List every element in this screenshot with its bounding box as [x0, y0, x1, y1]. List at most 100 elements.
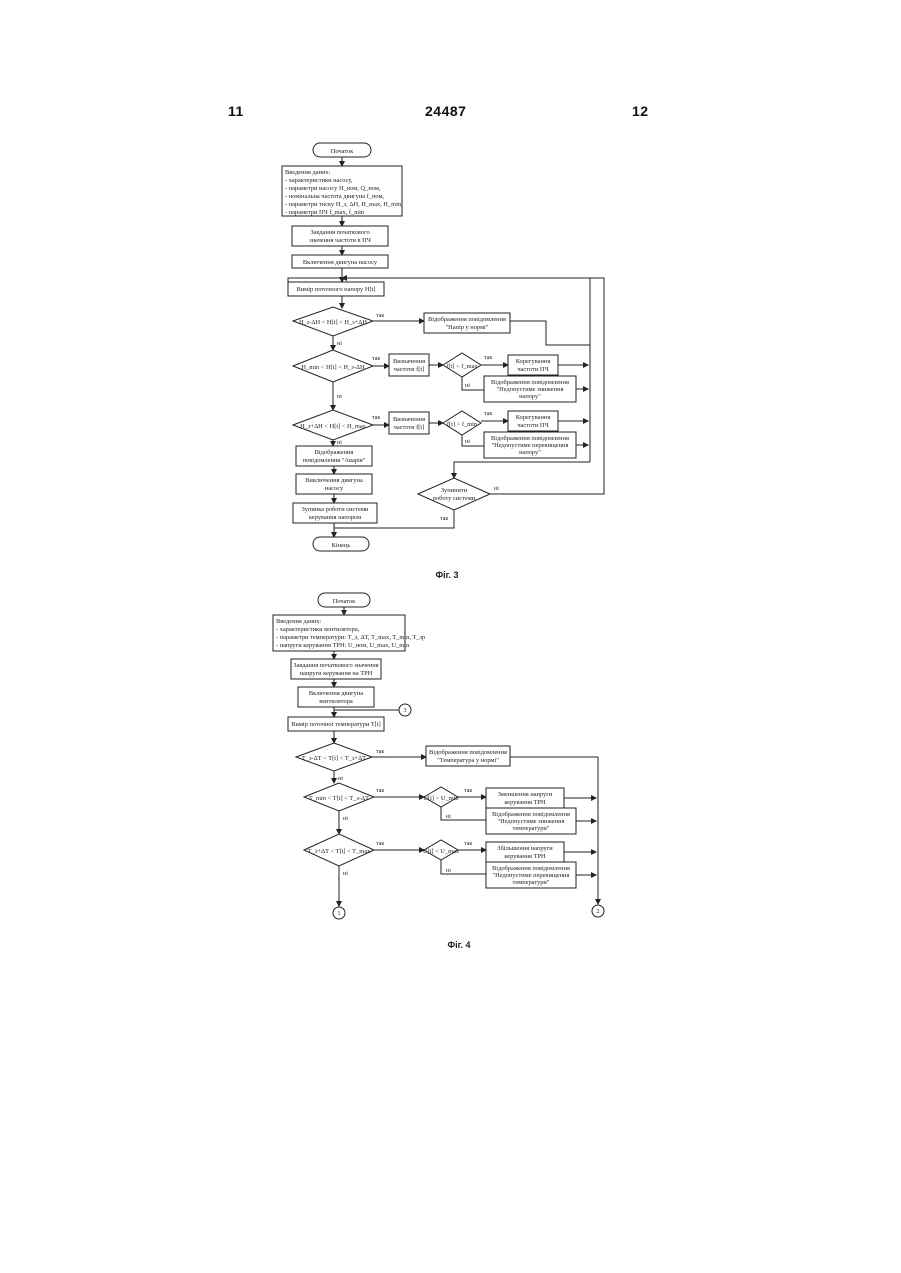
fig3-pump-on: Включення двигуна насосу — [292, 255, 388, 268]
fig4-decision-u2-text: U[t] < U_max — [423, 848, 460, 855]
fig4-decision-2: T_min < T[t] < T_з-ΔT — [304, 783, 374, 811]
fig3-caption: Фіг. 3 — [435, 570, 458, 580]
fig3-yes-1: так — [376, 313, 384, 319]
fig4-no-u1: ні — [446, 814, 451, 820]
fig4-increase-voltage: Збільшення напруги керування ТРН — [486, 842, 564, 862]
fig3-pump-on-text: Включення двигуна насосу — [303, 259, 378, 266]
fig3-input-block: Введення даних: - характеристики насосу,… — [282, 166, 403, 216]
fig3-msg-low-l1: "Недопустиме зниження — [497, 386, 564, 393]
fig4-decision-u1-text: U[t] > U_min — [423, 795, 459, 802]
fig3-decision-f1-text: f[t] < f_max — [446, 363, 478, 370]
fig3-msg-high: Відображення повідомлення "Недопустиме п… — [484, 432, 576, 458]
fig3-decision-stop-l0: Зупинити — [441, 487, 468, 494]
fig3-adjust-freq-2-l1: частоти ПЧ — [517, 422, 548, 429]
fig3-calc-freq-1-l0: Визначення — [393, 358, 425, 365]
fig3-msg-low-l2: напору" — [519, 393, 541, 400]
fig3-decision-f2-text: f[t] > f_min — [447, 421, 478, 428]
fig4-decision-1-text: T_з-ΔT < T[t] < T_з+ΔT — [302, 755, 366, 762]
fig3-decision-1: H_з-ΔH < H[t] < H_з+ΔH — [293, 307, 373, 336]
fig3-set-frequency: Завдання початкового значення частоти в … — [292, 226, 388, 246]
fig4-msg-low: Відображення повідомлення "Недопустиме з… — [486, 808, 576, 834]
fig4-start-text: Початок — [333, 598, 356, 605]
figure-4: Початок Введення даних: - характеристики… — [273, 593, 604, 950]
fig3-msg-high-l0: Відображення повідомлення — [491, 435, 569, 442]
fig4-yes-u1: так — [464, 788, 472, 794]
fig4-set-voltage-l1: напруги керування на ТРН — [300, 670, 373, 677]
fig4-fan-on-l0: Включення двигуна — [309, 690, 363, 697]
fig4-yes-3: так — [376, 841, 384, 847]
fig3-yes-2: так — [372, 356, 380, 362]
fig3-decision-2: H_min < H[t] < H_з-ΔH — [293, 350, 373, 382]
fig3-start-terminal: Початок — [313, 143, 371, 157]
fig3-decision-2-text: H_min < H[t] < H_з-ΔH — [301, 364, 365, 371]
fig4-msg-high: Відображення повідомлення "Недопустиме п… — [486, 862, 576, 888]
fig3-adjust-freq-1: Корегування частоти ПЧ — [508, 355, 558, 375]
fig3-no-f2: ні — [465, 439, 470, 445]
fig4-input-line-0: Введення даних: — [276, 618, 322, 625]
fig3-start-text: Початок — [331, 148, 354, 155]
fig4-decision-2-text: T_min < T[t] < T_з-ΔT — [309, 795, 369, 802]
fig3-msg-norm: Відображення повідомлення "Напір у нормі… — [424, 313, 510, 333]
fig3-decision-stop-l1: роботу системи — [433, 495, 476, 502]
fig3-yes-3: так — [372, 415, 380, 421]
fig3-decision-f1: f[t] < f_max — [443, 353, 481, 377]
fig4-decrease-voltage-l1: керування ТРН — [504, 799, 546, 806]
fig3-yes-f2: так — [484, 411, 492, 417]
fig3-input-line-2: - параметри насосу H_ном, Q_ном, — [285, 185, 381, 192]
fig4-yes-2: так — [376, 788, 384, 794]
fig3-no-f1: ні — [465, 383, 470, 389]
fig4-caption: Фіг. 4 — [447, 940, 470, 950]
fig4-fan-on-l1: вентилятора — [319, 698, 353, 705]
fig4-no-u2: ні — [446, 868, 451, 874]
fig3-msg-norm-l1: "Напір у нормі" — [446, 324, 489, 331]
fig4-yes-1: так — [376, 749, 384, 755]
fig3-pump-off-l0: Виключення двигуна — [305, 477, 363, 484]
fig3-set-frequency-l1: значення частоти в ПЧ — [309, 237, 371, 244]
fig3-yes-f1: так — [484, 355, 492, 361]
fig3-yes-stop: так — [440, 516, 448, 522]
fig4-measure: Вимір поточної температури T[t] — [288, 717, 384, 731]
fig4-msg-norm-l0: Відображення повідомлення — [429, 749, 507, 756]
fig3-calc-freq-1-l1: частоти f[t] — [394, 366, 425, 373]
fig3-pump-off-l1: насосу — [325, 485, 344, 492]
fig3-stop-system-l0: Зупинка роботи системи — [302, 506, 369, 513]
fig3-msg-alarm-l0: Відображення — [315, 449, 354, 456]
fig3-input-line-1: - характеристики насосу, — [285, 177, 353, 184]
fig4-decrease-voltage: Зменшення напруги керування ТРН — [486, 788, 564, 808]
fig4-no-3: ні — [343, 871, 348, 877]
fig3-input-line-5: - параметри ПЧ f_max, f_min — [285, 209, 365, 216]
fig3-measure-text: Вимір поточного напору H[t] — [297, 286, 376, 293]
fig4-increase-voltage-l0: Збільшення напруги — [497, 845, 553, 852]
fig4-decrease-voltage-l0: Зменшення напруги — [498, 791, 553, 798]
figure-3: Початок Введення даних: - характеристики… — [282, 143, 604, 580]
fig3-msg-alarm-l1: повідомлення "Аварія" — [303, 457, 366, 464]
fig4-increase-voltage-l1: керування ТРН — [504, 853, 546, 860]
fig4-msg-high-l0: Відображення повідомлення — [492, 865, 570, 872]
fig4-msg-low-l2: температури" — [513, 825, 550, 832]
fig4-decision-3-text: T_з+ΔT < T[t] < T_max — [308, 848, 371, 855]
fig4-measure-text: Вимір поточної температури T[t] — [291, 721, 381, 728]
fig3-msg-alarm: Відображення повідомлення "Аварія" — [296, 446, 372, 466]
fig3-msg-low-l0: Відображення повідомлення — [491, 379, 569, 386]
fig4-msg-high-l2: температури" — [513, 879, 550, 886]
fig4-msg-high-l1: "Недопустиме перевищення — [493, 872, 570, 879]
fig4-set-voltage-l0: Завдання початкового значення — [293, 662, 378, 669]
fig3-stop-system-l1: керування напором — [309, 514, 361, 521]
fig4-connector-2-text: 2 — [596, 908, 599, 915]
fig4-no-1: ні — [338, 776, 343, 782]
fig3-no-stop: ні — [494, 486, 499, 492]
fig4-yes-u2: так — [464, 841, 472, 847]
fig3-pump-off: Виключення двигуна насосу — [296, 474, 372, 494]
fig4-input-line-1: - характеристики вентилятора, — [276, 626, 360, 633]
fig3-no-1: ні — [337, 341, 342, 347]
fig4-msg-low-l1: "Недопустиме зниження — [498, 818, 565, 825]
fig4-connector-1-text: 1 — [337, 910, 340, 917]
fig4-set-voltage: Завдання початкового значення напруги ке… — [291, 659, 381, 679]
fig3-adjust-freq-2: Корегування частоти ПЧ — [508, 411, 558, 431]
fig4-input-line-2: - параметри температури: T_з, ΔT, T_max,… — [276, 634, 425, 641]
fig3-end-terminal: Кінець — [313, 537, 369, 551]
fig3-msg-low: Відображення повідомлення "Недопустиме з… — [484, 376, 576, 402]
fig3-stop-system: Зупинка роботи системи керування напором — [293, 503, 377, 523]
fig3-calc-freq-2-l1: частоти f[t] — [394, 424, 425, 431]
fig3-calc-freq-2-l0: Визначення — [393, 416, 425, 423]
